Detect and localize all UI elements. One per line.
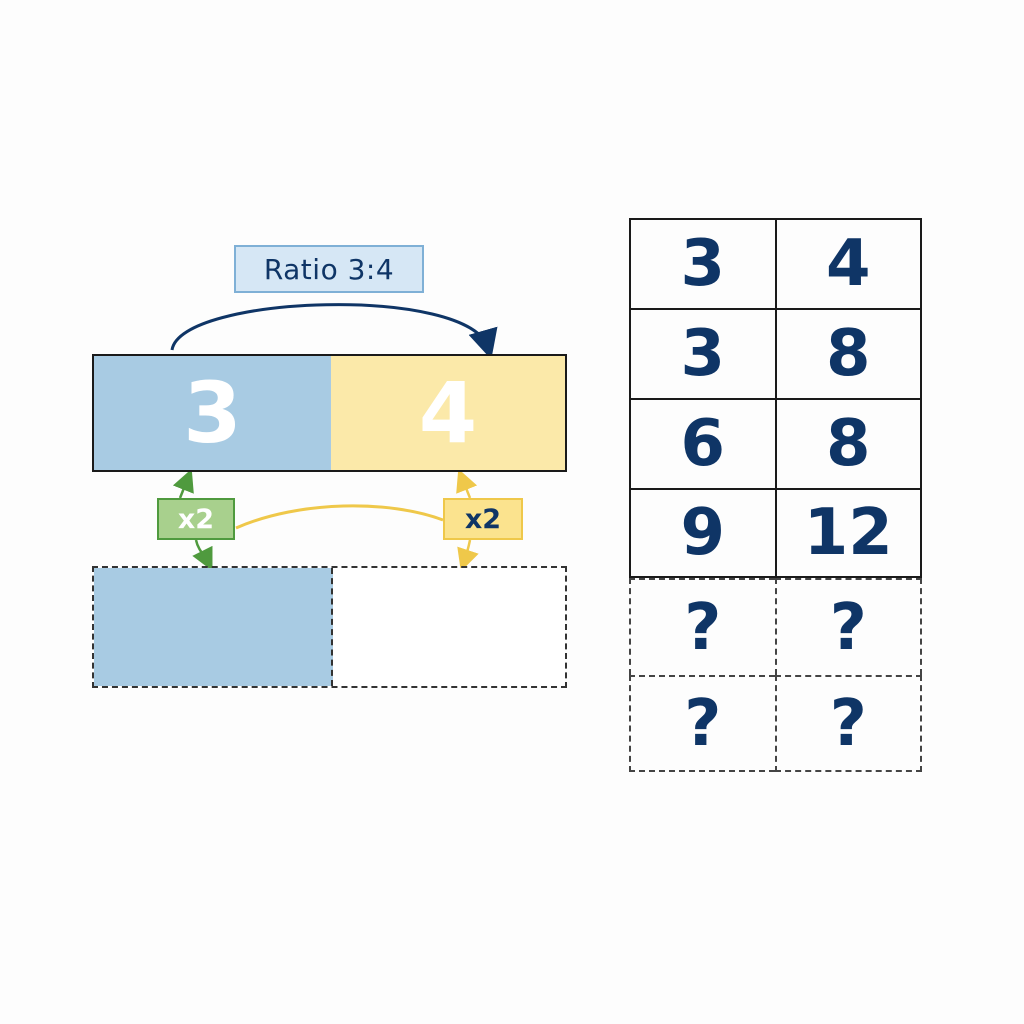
table-cell: 8 [774,308,922,398]
table-cell: 8 [774,398,922,488]
table-row-unknown: ? ? [629,578,922,675]
table-cell: 3 [629,308,775,398]
green-up-arrow [172,468,194,499]
table-cell: 12 [774,488,922,578]
table-row: 9 12 [629,488,922,578]
table-row: 3 4 [629,218,922,308]
scaled-part-a [94,568,333,686]
table-row: 6 8 [629,398,922,488]
tape-part-a: 3 [94,356,331,470]
multiplier-badge-right: x2 [443,498,523,540]
table-cell: 9 [629,488,775,578]
green-down-arrow [192,539,213,571]
ratio-arc-arrow [170,303,498,360]
multiplier-badge-left: x2 [157,498,235,540]
ratio-title: Ratio 3:4 [234,245,424,293]
table-row-unknown: ? ? [629,675,922,772]
tape-diagram-original: 3 4 [92,354,567,472]
table-cell-unknown: ? [774,578,922,675]
tape-part-b: 4 [331,356,565,470]
scaled-part-b [333,568,565,686]
table-cell-unknown: ? [629,578,775,675]
table-cell: 4 [774,218,922,308]
ratio-table: 3 4 3 8 6 8 9 12 ? ? ? ? [629,218,922,772]
yellow-link-arc [235,504,444,530]
yellow-down-arrow [457,539,479,572]
tape-diagram-scaled [92,566,567,688]
table-cell-unknown: ? [774,675,922,772]
table-cell: 3 [629,218,775,308]
table-row: 3 8 [629,308,922,398]
table-cell-unknown: ? [629,675,775,772]
table-cell: 6 [629,398,775,488]
yellow-up-arrow [456,468,478,499]
